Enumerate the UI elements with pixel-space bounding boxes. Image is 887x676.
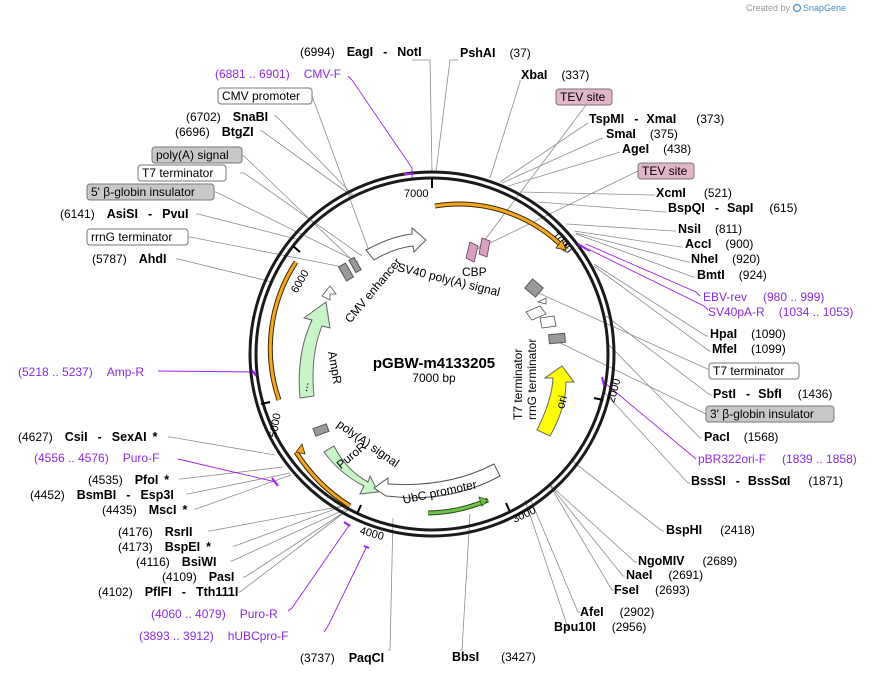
- site-afe[interactable]: AfeI (2902): [580, 603, 654, 620]
- credit-brand: SnapGene: [803, 3, 846, 13]
- ori-label: ori: [553, 394, 570, 411]
- site-psha[interactable]: PshAI (37): [460, 44, 531, 61]
- ampr-feature[interactable]: [298, 301, 331, 399]
- primer-cmvf[interactable]: (6881 .. 6901) CMV-F: [215, 65, 341, 82]
- rrng-inner-label: rrnG terminator: [525, 339, 539, 420]
- t7-small-box: [348, 256, 362, 274]
- box-cmv-promoter-text: CMV promoter: [222, 89, 300, 103]
- primer-puror[interactable]: (4060 .. 4079) Puro-R: [151, 605, 278, 622]
- ubc-promoter-feature[interactable]: [373, 463, 501, 499]
- box-tev-site-2[interactable]: TEV site: [637, 162, 695, 180]
- tick-label-7000: 7000: [404, 188, 428, 200]
- box-t7-right-text: T7 terminator: [713, 364, 784, 378]
- rrng-inner-arrow: [539, 315, 557, 329]
- site-bsph[interactable]: BspHI (2418): [666, 521, 755, 538]
- primer-sv40[interactable]: SV40pA-R (1034 .. 1053): [708, 303, 853, 320]
- site-csi-sexa[interactable]: (4627) CsiI - SexAI *: [18, 428, 158, 445]
- small-arrow-top: [536, 297, 547, 305]
- primer-ampr[interactable]: (5218 .. 5237) Amp-R: [18, 363, 144, 380]
- site-xcm[interactable]: XcmI (521): [656, 184, 732, 201]
- box-5-globin[interactable]: 5' β-globin insulator: [86, 183, 215, 201]
- site-mfe[interactable]: MfeI (1099): [712, 340, 786, 357]
- tick-label-5000: 5000: [268, 412, 284, 438]
- plasmid-name: pGBW-m4133205: [373, 355, 495, 372]
- site-xba[interactable]: XbaI (337): [521, 66, 589, 83]
- primer-pbr[interactable]: pBR322ori-F (1839 .. 1858): [698, 450, 857, 467]
- site-bsss[interactable]: BssSI - BssSαI (1871): [691, 472, 843, 489]
- site-nae[interactable]: NaeI (2691): [626, 566, 703, 583]
- site-sma[interactable]: SmaI (375): [606, 125, 678, 142]
- ampr-promoter-label: ...: [296, 380, 312, 392]
- box-t7-left-text: T7 terminator: [142, 166, 213, 180]
- ampr-label: AmpR: [325, 350, 345, 386]
- site-hpa[interactable]: HpaI (1090): [710, 325, 786, 342]
- site-bsmb-esp[interactable]: (4452) BsmBI - Esp3I: [30, 486, 174, 503]
- plasmid-length: 7000 bp: [412, 371, 456, 385]
- primer-marks: [251, 173, 605, 549]
- site-nsi[interactable]: NsiI (811): [678, 220, 742, 237]
- primer-ebv[interactable]: EBV-rev (980 .. 999): [703, 288, 824, 305]
- cmv-enhancer-feature[interactable]: [365, 226, 427, 261]
- site-pfo[interactable]: (4535) PfoI *: [88, 471, 169, 488]
- sv40-box: [524, 278, 544, 298]
- box-tev-site-1[interactable]: TEV site: [555, 88, 613, 106]
- site-tsp-xma[interactable]: TspMI - XmaI (373): [589, 110, 724, 127]
- site-nhe[interactable]: NheI (920): [691, 250, 760, 267]
- cbp-label: CBP: [462, 265, 487, 279]
- site-eag-not[interactable]: (6994) EagI - NotI: [300, 43, 422, 60]
- box-5-globin-text: 5' β-globin insulator: [91, 185, 195, 199]
- ampr-promoter-arrow: [321, 285, 337, 301]
- site-bspe[interactable]: (4173) BspEI *: [118, 538, 211, 555]
- site-sna[interactable]: (6702) SnaBI: [186, 108, 268, 125]
- site-ahd[interactable]: (5787) AhdI: [92, 250, 166, 267]
- box-polya-signal[interactable]: poly(A) signal: [151, 146, 243, 164]
- primer-purof[interactable]: (4556 .. 4576) Puro-F: [34, 449, 159, 466]
- ori-feature[interactable]: [536, 365, 575, 437]
- site-age[interactable]: AgeI (438): [622, 140, 691, 157]
- polya-small-box: [337, 262, 355, 282]
- box-3-globin[interactable]: 3' β-globin insulator: [705, 405, 835, 423]
- site-asis-pvu[interactable]: (6141) AsiSI - PvuI: [60, 205, 189, 222]
- primer-hubc[interactable]: (3893 .. 3912) hUBCpro-F: [139, 627, 288, 644]
- site-bpu[interactable]: Bpu10I (2956): [554, 618, 646, 635]
- t7-inner-label: T7 terminator: [511, 349, 525, 420]
- box-rrng-terminator[interactable]: rrnG terminator: [86, 228, 189, 246]
- site-bsiw[interactable]: (4116) BsiWI: [136, 553, 217, 570]
- credit-text: Created by: [746, 3, 791, 13]
- site-acc[interactable]: AccI (900): [685, 235, 753, 252]
- orf-arcs: [267, 201, 568, 516]
- site-bbs[interactable]: BbsI (3427): [452, 648, 536, 665]
- box-t7-terminator-right[interactable]: T7 terminator: [708, 362, 800, 380]
- site-fse[interactable]: FseI (2693): [614, 581, 690, 598]
- site-rsr[interactable]: (4176) RsrII: [118, 523, 192, 540]
- site-msc[interactable]: (4435) MscI *: [102, 501, 187, 518]
- site-pfl-tth[interactable]: (4102) PflFI - Tth111I: [98, 583, 238, 600]
- box-polya-signal-text: poly(A) signal: [156, 148, 229, 162]
- box-t7-terminator-left[interactable]: T7 terminator: [137, 164, 227, 182]
- primer-leaders: [157, 75, 709, 633]
- site-bmt[interactable]: BmtI (924): [697, 266, 767, 283]
- site-paq[interactable]: (3737) PaqCI: [300, 649, 384, 666]
- box-cmv-promoter[interactable]: CMV promoter: [217, 87, 313, 105]
- cbp-feature[interactable]: [465, 237, 491, 263]
- site-pac[interactable]: PacI (1568): [704, 428, 778, 445]
- box-tev2-text: TEV site: [642, 164, 688, 178]
- box-rrng-text: rrnG terminator: [91, 230, 172, 244]
- t7-inner-arrow: [525, 305, 547, 321]
- puror-feature[interactable]: [323, 445, 379, 495]
- box-3-globin-text: 3' β-globin insulator: [710, 407, 814, 421]
- site-pas[interactable]: (4109) PasI: [162, 568, 234, 585]
- box-tev1-text: TEV site: [560, 90, 606, 104]
- polya-inner-box: [312, 423, 330, 437]
- site-btg[interactable]: (6696) BtgZI: [175, 123, 254, 140]
- site-bspq-sap[interactable]: BspQI - SapI (615): [668, 199, 797, 216]
- site-pst-sbf[interactable]: PstI - SbfI (1436): [713, 385, 832, 402]
- rrng-inner-box: [548, 332, 566, 345]
- snapgene-logo: [792, 3, 802, 13]
- site-ngo[interactable]: NgoMIV (2689): [638, 552, 737, 569]
